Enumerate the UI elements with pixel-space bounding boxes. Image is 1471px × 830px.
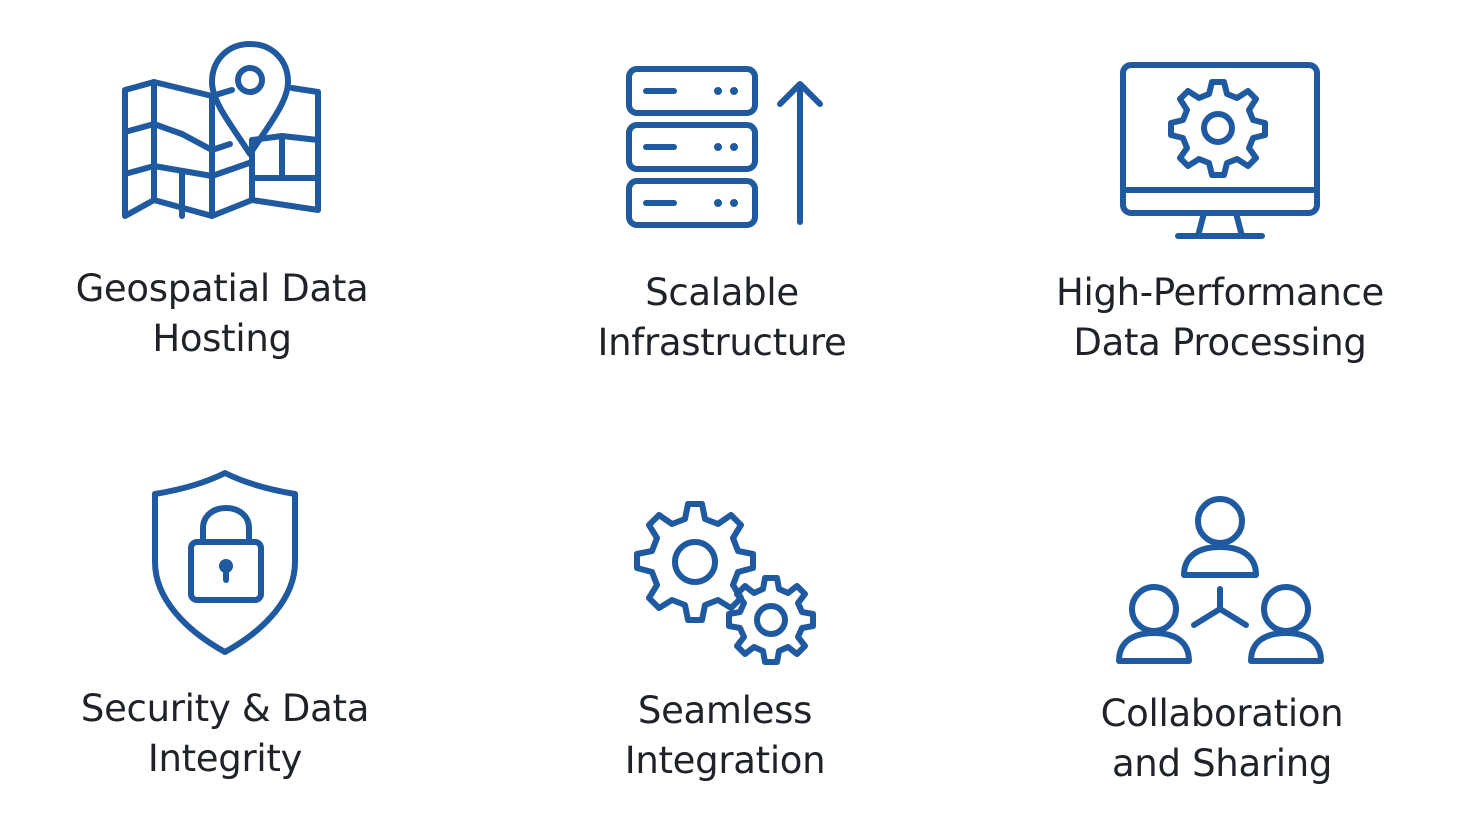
- feature-label: Scalable Infrastructure: [597, 271, 847, 364]
- map-pin-icon: [2, 40, 442, 240]
- feature-label: High-Performance Data Processing: [1055, 271, 1385, 364]
- server-scale-icon: [502, 60, 942, 232]
- feature-label: Geospatial Data Hosting: [75, 267, 369, 360]
- shield-lock-icon: [5, 468, 445, 655]
- feature-label: Security & Data Integrity: [80, 687, 370, 780]
- feature-label: Collaboration and Sharing: [1100, 692, 1344, 785]
- feature-seamless-integration: Seamless Integration: [505, 500, 945, 786]
- users-network-icon: [1002, 495, 1442, 667]
- feature-security-integrity: Security & Data Integrity: [5, 468, 445, 784]
- feature-geospatial-hosting: Geospatial Data Hosting: [2, 40, 442, 364]
- feature-label: Seamless Integration: [624, 689, 826, 782]
- gears-icon: [505, 500, 945, 666]
- feature-collaboration-sharing: Collaboration and Sharing: [1002, 495, 1442, 789]
- monitor-gear-icon: [1000, 60, 1440, 242]
- feature-scalable-infrastructure: Scalable Infrastructure: [502, 60, 942, 368]
- feature-high-performance-processing: High-Performance Data Processing: [1000, 60, 1440, 368]
